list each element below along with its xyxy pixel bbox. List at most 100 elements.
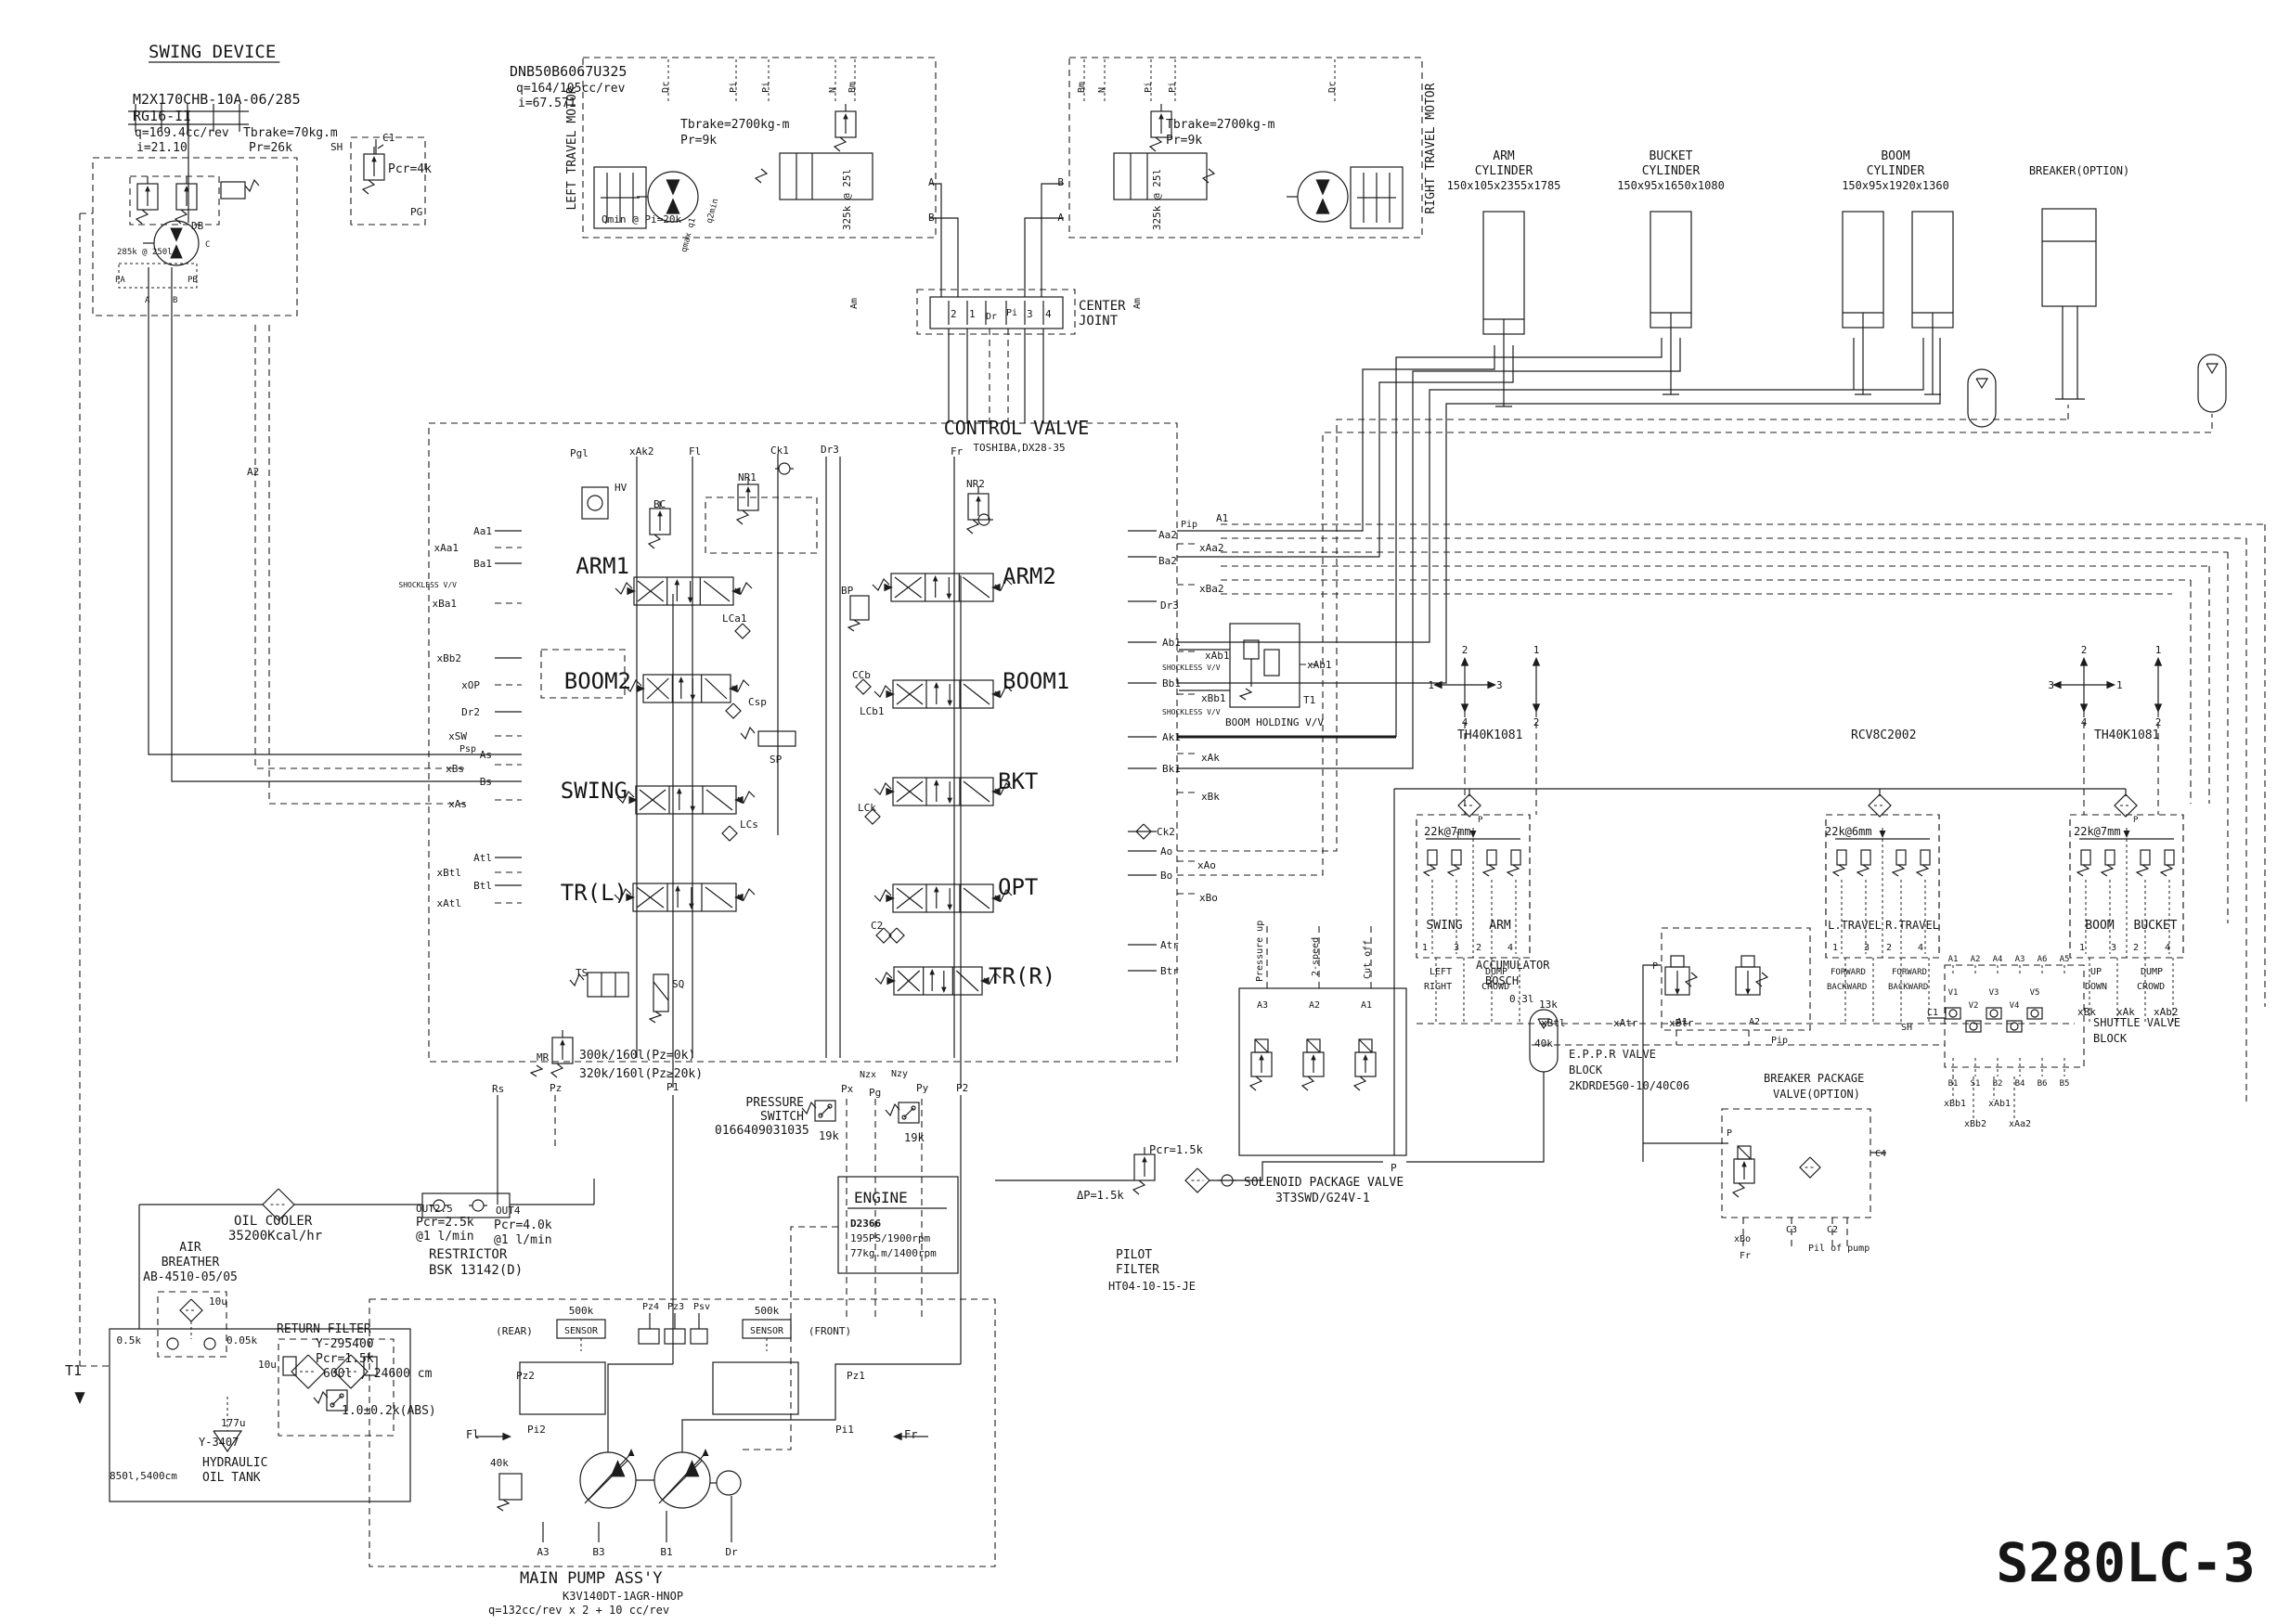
travel_motors-label-14: Dr	[1327, 82, 1338, 93]
pump_tank-label-21: 1.0±0.2k(ABS)	[342, 1404, 436, 1418]
travel_motors-label-26: B	[1057, 176, 1064, 188]
control_valve-label-30: A2	[247, 466, 259, 478]
solenoid_package-label-3: A3	[1257, 1000, 1268, 1011]
control_valve-label-58: SHOCKLESS V/V	[1162, 664, 1221, 672]
center_joint-label-6: CENTER	[1079, 299, 1126, 314]
shuttle_block-label-16: S1	[1971, 1079, 1981, 1089]
travel_motors-label-2: i=67.571	[518, 97, 576, 110]
rcv-label-14: L.TRAVEL	[1828, 919, 1882, 932]
pump_tank-label-37: Pz2	[516, 1370, 535, 1382]
control_valve-label-85: Pg	[869, 1087, 881, 1099]
rcv-label-24: 22k@7mm	[2074, 825, 2121, 838]
pump_tank-label-6: Pcr=4.0k	[494, 1218, 552, 1232]
travel_motors-label-29: Am	[1132, 298, 1143, 309]
rcv-label-29: 3	[2111, 943, 2116, 953]
rcv-label-48: 4	[2081, 716, 2088, 728]
swing_device-label-0: SWING DEVICE	[149, 42, 276, 62]
shuttle_block-label-10: V3	[1989, 988, 1999, 998]
rcv-label-0: 22k@7mm	[1424, 825, 1471, 838]
travel_motors-label-9: Bm	[847, 82, 858, 93]
control_valve-label-13: xAa1	[434, 542, 459, 554]
control_valve-label-39: TR(R)	[989, 963, 1055, 989]
control_valve-label-11: NR2	[966, 478, 985, 490]
shuttle_block-label-13: SH	[1901, 1023, 1912, 1033]
pump_tank-label-45: B3	[592, 1546, 604, 1558]
control_valve-label-82: Pz	[550, 1082, 562, 1094]
travel_motors-label-19: 325k @ 25l	[841, 169, 853, 230]
accumulator-label-0: ACCUMULATOR	[1476, 959, 1550, 972]
shuttle_block-label-21: xBb1	[1944, 1099, 1966, 1109]
rcv-label-50: 2	[2155, 716, 2162, 728]
travel_motors-label-24: A	[928, 176, 935, 188]
rcv-label-1: T	[1456, 831, 1461, 841]
control_valve-label-54: xBa2	[1199, 583, 1224, 595]
control_valve-label-78: MR	[537, 1051, 550, 1063]
pump_tank-label-38: Pi2	[527, 1424, 546, 1436]
pump_tank-label-0: OIL COOLER	[234, 1214, 313, 1229]
travel_motors-label-7: Pi	[761, 82, 771, 93]
solenoid_package-label-6: P	[1391, 1162, 1397, 1174]
pump_tank-label-50: q=132cc/rev x 2 + 10 cc/rev	[488, 1604, 669, 1617]
pump_tank-label-36: Psv	[693, 1302, 710, 1312]
pump_tank-label-30: (REAR)	[496, 1325, 533, 1337]
shuttle_block-label-22: xAb1	[1988, 1099, 2011, 1109]
rcv-label-28: 1	[2079, 943, 2085, 953]
center_joint-label-1: 1	[969, 308, 976, 320]
rcv-label-44: 2	[1533, 716, 1540, 728]
rcv-label-31: 4	[2165, 943, 2170, 953]
swing_device-label-4: i=21.10	[136, 141, 188, 155]
pump_tank-label-47: Dr	[725, 1546, 738, 1558]
engine-label-3: 77kg.m/1400rpm	[850, 1247, 937, 1259]
control_valve-label-73: Pip	[1181, 520, 1197, 530]
solenoid_package-label-8: 3T3SWD/G24V-1	[1275, 1192, 1370, 1205]
rcv-label-7: 2	[1476, 943, 1481, 953]
control_valve-label-63: xAk	[1201, 752, 1220, 764]
breaker_package-label-2: P	[1727, 1128, 1732, 1139]
control_valve-label-15: SHOCKLESS V/V	[398, 581, 457, 589]
shuttle_block-label-14: C1	[1927, 1008, 1938, 1018]
shuttle_block-label-18: B4	[2015, 1079, 2025, 1089]
rcv-label-34: DUMP	[2141, 967, 2163, 977]
control_valve-label-84: Px	[841, 1083, 854, 1095]
control_valve-label-83: P1	[666, 1081, 679, 1093]
control_valve-label-81: Rs	[492, 1083, 504, 1095]
control_valve-label-80: 320k/160l(Pz≥20k)	[579, 1067, 703, 1081]
control_valve-label-93: 19k	[819, 1129, 839, 1142]
control_valve-label-5: Ck1	[770, 445, 789, 457]
travel_motors-label-8: N	[828, 87, 838, 93]
engine-label-2: 195PS/1900rpm	[850, 1232, 930, 1244]
breaker_package-label-6: xBo	[1734, 1234, 1751, 1244]
cylinders-label-4: CYLINDER	[1642, 164, 1701, 178]
eppr-label-3: A1	[1676, 1017, 1688, 1027]
control_valve-label-34: TR(L)	[561, 880, 627, 906]
shuttle_block-label-7: A5	[2060, 955, 2070, 964]
control_valve-label-71: Atr	[1160, 939, 1179, 951]
control_valve-label-61: SHOCKLESS V/V	[1162, 708, 1221, 716]
control_valve-label-9: BC	[653, 498, 666, 510]
rcv-label-10: RIGHT	[1424, 982, 1452, 992]
control_valve-label-7: Fr	[951, 445, 964, 458]
shuttle_block-label-11: V4	[2010, 1001, 2020, 1011]
control_valve-label-26: Atl	[473, 852, 492, 864]
pump_tank-label-15: 0.05k	[226, 1334, 257, 1347]
control_valve-label-45: CCb	[852, 669, 871, 681]
control_valve-label-62: Ak1	[1162, 731, 1181, 743]
pump_tank-label-35: Pz3	[667, 1302, 684, 1312]
travel_motors-label-25: B	[928, 212, 935, 224]
control_valve-label-46: BP	[841, 585, 854, 597]
engine-label-1: D2366	[850, 1218, 881, 1230]
pump_tank-label-2: OUT2.5	[416, 1203, 453, 1215]
travel_motors-label-15: Tbrake=2700kg-m	[680, 118, 790, 132]
rcv-label-20: FORWARD	[1831, 968, 1866, 977]
control_valve-label-88: Nzx	[860, 1070, 876, 1080]
center_joint-label-4: 3	[1027, 308, 1033, 320]
control_valve-label-0: CONTROL VALVE	[944, 417, 1090, 439]
schematic-linework	[74, 57, 2266, 1567]
pump_tank-label-8: RESTRICTOR	[429, 1247, 508, 1262]
control_valve-label-92: 0166409031035	[715, 1124, 809, 1138]
rcv-label-16: 1	[1832, 943, 1838, 953]
travel_motors-label-27: A	[1057, 212, 1064, 224]
swing_device-label-13: C	[205, 240, 210, 250]
swing_device-label-12: 285k @ 250l	[117, 248, 173, 257]
